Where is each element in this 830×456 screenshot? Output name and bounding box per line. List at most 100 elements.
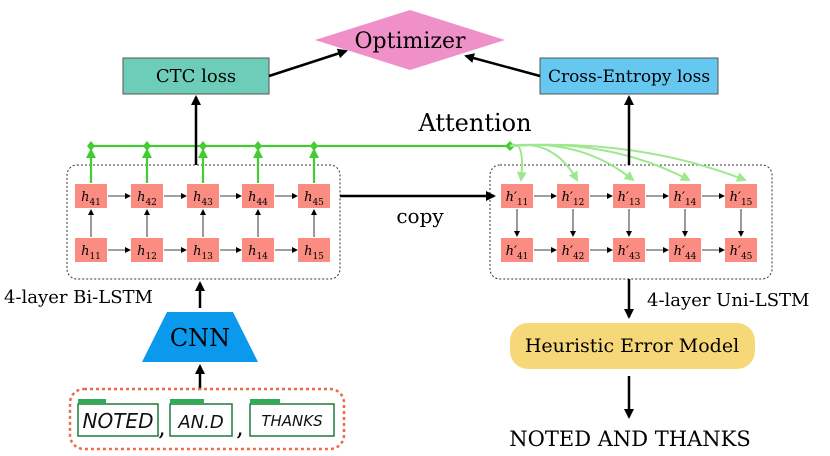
- decoder-bottom-cell: h′42: [557, 238, 589, 262]
- encoder-top-cell-box: [298, 184, 330, 208]
- encoder-top-cell: h43: [187, 184, 219, 208]
- encoder-top-cell-label: h43: [193, 190, 213, 208]
- decoder-top-cell-label-sub: 11: [517, 198, 528, 208]
- decoder-top-cell-box: [557, 184, 589, 208]
- decoder-bottom-cell-label: h′42: [562, 244, 585, 262]
- encoder-top-cell-box: [187, 184, 219, 208]
- unilstm-label: 4-layer Uni-LSTM: [647, 290, 810, 311]
- decoder-top-cell: h′11: [501, 184, 533, 208]
- encoder-bottom-cell-label-sub: 14: [256, 252, 268, 262]
- decoder-top-cell-label: h′13: [618, 190, 641, 208]
- decoder-connections: [514, 193, 744, 253]
- decoder-bottom-cell-label-sub: 44: [685, 252, 697, 262]
- attention-curve-arrow: [509, 143, 527, 182]
- decoder-bottom-cell: h′44: [669, 238, 701, 262]
- decoder-top-cell-box: [501, 184, 533, 208]
- encoder-top-cell-label: h41: [81, 190, 101, 208]
- optimizer-node: Optimizer: [315, 10, 505, 70]
- attention-links: [86, 141, 747, 183]
- output-text: NOTED AND THANKS: [509, 427, 750, 451]
- separator-2: ,: [236, 413, 244, 441]
- decoder-bottom-cell-box: [501, 238, 533, 262]
- ctc-to-optimizer-arrow: [268, 48, 348, 78]
- input-word-3: THANKS: [261, 412, 323, 430]
- encoder-top-cell-label-base: h: [193, 190, 201, 205]
- decoder-top-cell-label-sub: 14: [685, 198, 697, 208]
- attention-node-diamond: [310, 141, 318, 151]
- decoder-bottom-cell: h′43: [613, 238, 645, 262]
- encoder-container: [66, 164, 341, 280]
- decoder-container: [489, 164, 773, 280]
- input-border: [68, 387, 346, 451]
- attention-node-diamond: [87, 141, 95, 151]
- encoder-top-cell-label-sub: 41: [89, 198, 100, 208]
- decoder-top-cell: h′13: [613, 184, 645, 208]
- cnn-label: CNN: [170, 324, 230, 352]
- input-word-1: NOTED: [83, 409, 154, 433]
- ce-loss-label: Cross-Entropy loss: [548, 67, 710, 87]
- heuristic-label: Heuristic Error Model: [525, 335, 739, 357]
- word-box-1: [77, 403, 159, 437]
- encoder-top-cell-label: h45: [304, 190, 324, 208]
- encoder-bottom-cell: h14: [242, 238, 274, 262]
- attention-curve-arrow: [509, 143, 691, 181]
- decoder-top-cell-label-base: h′: [730, 190, 741, 205]
- decoder-top-cell-label: h′15: [730, 190, 753, 208]
- decoder-bottom-cell-label-base: h′: [506, 244, 517, 259]
- ctc-loss-node: CTC loss: [122, 57, 270, 95]
- attention-label: Attention: [417, 109, 531, 137]
- encoder-top-cell-label-sub: 44: [256, 198, 268, 208]
- encoder-bottom-cell-label-sub: 12: [145, 252, 156, 262]
- decoder-top-cell: h′14: [669, 184, 701, 208]
- encoder-top-cell-label: h42: [137, 190, 157, 208]
- decoder-top-cell-label-sub: 13: [629, 198, 641, 208]
- decoder-bottom-cell: h′41: [501, 238, 533, 262]
- word-box-3-tag: [250, 399, 280, 404]
- ctc-loss-label: CTC loss: [156, 66, 236, 87]
- decoder-top-cell-label: h′12: [562, 190, 585, 208]
- encoder-top-cell-label-base: h: [248, 190, 256, 205]
- ce-to-optimizer-arrow: [464, 53, 541, 78]
- decoder-top-cell-label-sub: 12: [573, 198, 584, 208]
- encoder-bottom-cell-label: h13: [193, 244, 213, 262]
- decoder-bottom-cell-box: [557, 238, 589, 262]
- decoder-top-cell-label-sub: 15: [741, 198, 753, 208]
- encoder-bottom-cell-label-base: h: [137, 244, 145, 259]
- decoder-top-cell-box: [725, 184, 757, 208]
- optimizer-label: Optimizer: [354, 29, 466, 54]
- decoder-top-cell-label-base: h′: [618, 190, 629, 205]
- input-image-group: NOTED , AN.D , THANKS: [68, 387, 346, 451]
- encoder-bottom-cell-label-base: h: [193, 244, 201, 259]
- decoder-bottom-cell-label-base: h′: [618, 244, 629, 259]
- encoder-bottom-cell-label: h12: [137, 244, 157, 262]
- encoder-bottom-cell-box: [242, 238, 274, 262]
- decoder-bottom-cell-label-base: h′: [674, 244, 685, 259]
- decoder-bottom-cell-box: [669, 238, 701, 262]
- cnn-shape: [142, 312, 258, 362]
- encoder-bottom-cell: h12: [131, 238, 163, 262]
- encoder-top-cell-box: [75, 184, 107, 208]
- word-box-3: [249, 403, 335, 437]
- encoder-top-cell-label: h44: [248, 190, 268, 208]
- encoder-bottom-cell-label: h14: [248, 244, 268, 262]
- encoder-bottom-cell-box: [298, 238, 330, 262]
- encoder-top-cell: h45: [298, 184, 330, 208]
- encoder-bottom-cell-label-base: h: [248, 244, 256, 259]
- encoder-top-cell-label-sub: 42: [145, 198, 156, 208]
- decoder-top-cell-box: [669, 184, 701, 208]
- decoder-top-cell: h′12: [557, 184, 589, 208]
- encoder-top-cell-label-base: h: [304, 190, 312, 205]
- encoder-bottom-cell: h13: [187, 238, 219, 262]
- encoder-bottom-cell-label-sub: 11: [89, 252, 100, 262]
- attention-curve-arrow: [509, 143, 747, 182]
- decoder-top-cell-label: h′14: [674, 190, 697, 208]
- encoder-bottom-cell-box: [131, 238, 163, 262]
- decoder-bottom-cell-label-base: h′: [562, 244, 573, 259]
- encoder-top-cell-label-base: h: [81, 190, 89, 205]
- decoder-bottom-cell-label-sub: 43: [629, 252, 641, 262]
- decoder-bottom-cell-label-sub: 45: [741, 252, 753, 262]
- decoder-bottom-cell-label-base: h′: [730, 244, 741, 259]
